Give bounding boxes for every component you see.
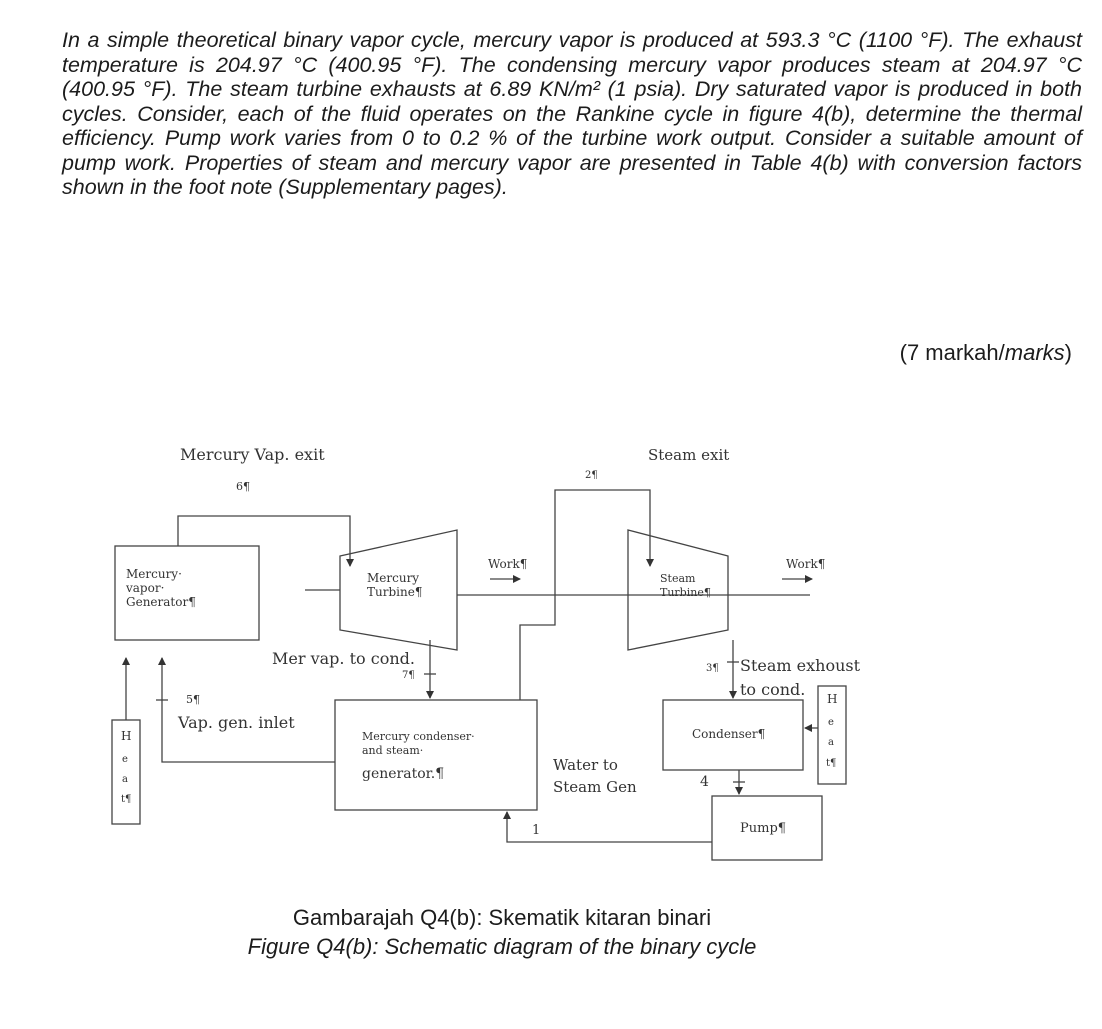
label-work-left: Work¶ <box>488 557 527 571</box>
condenser-generator-box <box>334 699 538 811</box>
pump-label: Pump¶ <box>740 821 786 836</box>
heat-right-t: t¶ <box>826 758 836 769</box>
condenser-generator-label-line3: generator.¶ <box>362 766 444 782</box>
label-steam-exit: Steam exit <box>648 446 729 464</box>
label-state-4: 4 <box>700 774 709 790</box>
generator-label-line2: vapor· <box>125 581 164 595</box>
mercury-turbine-shape <box>339 529 458 651</box>
label-steam-exhaust-line1: Steam exhoust <box>740 656 861 675</box>
caption-english: Figure Q4(b): Schematic diagram of the b… <box>247 934 757 959</box>
heat-right-e: e <box>828 717 834 728</box>
label-water-to-steam-gen-line2: Steam Gen <box>553 778 637 796</box>
mercury-generator-box <box>114 545 260 641</box>
line-steam-exit <box>519 489 654 700</box>
mercury-turbine-label-line1: Mercury <box>367 571 419 585</box>
problem-statement: In a simple theoretical binary vapor cyc… <box>62 28 1082 199</box>
heat-left-a: a <box>122 774 128 785</box>
marks-prefix: (7 markah/ <box>899 340 1005 365</box>
marks-suffix: ) <box>1064 340 1072 365</box>
heat-box-right <box>817 685 847 785</box>
label-water-to-steam-gen-line1: Water to <box>553 756 618 774</box>
heat-left-h: H <box>121 729 131 743</box>
label-vap-gen-inlet: Vap. gen. inlet <box>177 713 295 732</box>
label-work-right: Work¶ <box>786 557 825 571</box>
steam-turbine-shape <box>627 529 729 651</box>
pump-box <box>711 795 823 861</box>
label-state-3: 3¶ <box>706 663 719 674</box>
label-mer-vap-to-cond: Mer vap. to cond. <box>272 649 415 668</box>
line-pump-return <box>503 811 712 843</box>
label-state-2: 2¶ <box>585 470 598 481</box>
condenser-generator-label-line1: Mercury condenser· <box>362 730 475 743</box>
heat-left-e: e <box>122 754 128 765</box>
generator-label-line3: Generator¶ <box>126 595 196 609</box>
heat-right-h: H <box>827 692 837 706</box>
mercury-turbine-label-line2: Turbine¶ <box>367 585 422 599</box>
label-state-5: 5¶ <box>186 693 200 706</box>
condenser-label: Condenser¶ <box>692 727 765 741</box>
generator-label-line1: Mercury· <box>126 567 182 581</box>
heat-left-t: t¶ <box>121 794 131 805</box>
line-vap-gen-inlet <box>158 657 335 763</box>
heat-right-a: a <box>828 737 834 748</box>
marks-italic: marks <box>1004 340 1065 365</box>
marks-label: (7 markah/marks) <box>900 340 1072 366</box>
steam-turbine-label-line1: Steam <box>660 572 696 585</box>
label-state-6: 6¶ <box>236 480 250 493</box>
caption-malay: Gambarajah Q4(b): Skematik kitaran binar… <box>292 905 712 930</box>
label-state-7: 7¶ <box>402 670 415 681</box>
label-mercury-vap-exit: Mercury Vap. exit <box>180 445 325 464</box>
condenser-box <box>662 699 804 771</box>
label-state-1: 1 <box>532 823 540 838</box>
steam-turbine-label-line2: Turbine¶ <box>660 586 711 599</box>
condenser-generator-label-line2: and steam· <box>362 744 423 757</box>
label-steam-exhaust-line2: to cond. <box>740 680 805 699</box>
line-shaft <box>305 589 810 596</box>
line-mercury-vap-exit <box>177 515 354 567</box>
